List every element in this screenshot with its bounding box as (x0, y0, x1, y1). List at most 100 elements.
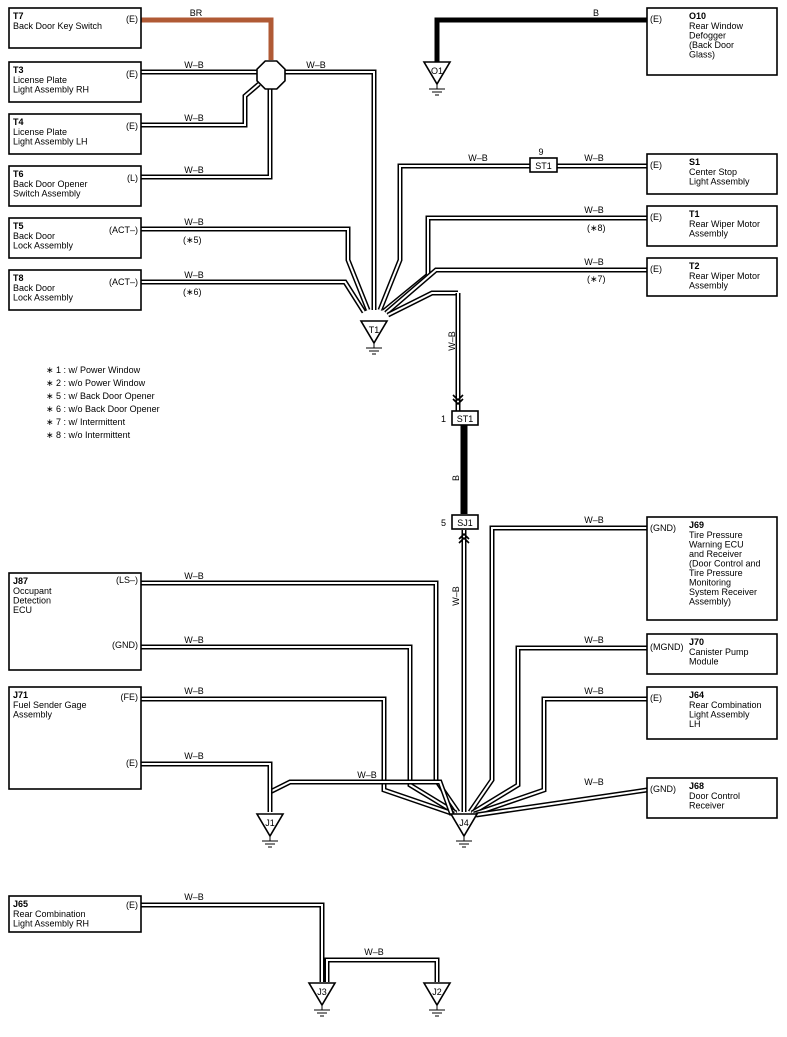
component-j71-name: Fuel Sender Gage (13, 700, 87, 710)
component-t2-box (646, 257, 778, 297)
components-layer (8, 7, 778, 1017)
component-j87-pin: (GND) (112, 640, 138, 650)
wire-wb-st1-t1-core (379, 165, 530, 311)
component-j64-name: LH (689, 719, 701, 729)
component-o10-box (646, 7, 778, 76)
component-t5-name: Back Door (13, 231, 55, 241)
wire-wb-st1-t1 (377, 163, 530, 311)
component-o10-pin: (E) (650, 14, 662, 24)
component-t5-code: T5 (13, 221, 24, 231)
wire-arrow-down (452, 398, 464, 406)
ground-t1-label: T1 (369, 325, 380, 335)
component-t8-note: (∗6) (183, 287, 202, 297)
component-j71-box (8, 686, 142, 790)
component-t1-name: Rear Wiper Motor (689, 219, 760, 229)
component-t6-pin: (L) (127, 173, 138, 183)
ground-j3-label: J3 (317, 987, 327, 997)
pin-9: 9 (538, 147, 543, 157)
wire-code-label: W–B (357, 770, 377, 780)
wire-wb-t5 (141, 226, 371, 311)
component-t2-pin: (E) (650, 264, 662, 274)
wire-code-label: BR (190, 8, 203, 18)
connector-sj1-box (451, 514, 479, 530)
wire-wb-t5-core (141, 228, 369, 311)
component-t1-pin: (E) (650, 212, 662, 222)
component-t2-name: Assembly (689, 281, 729, 291)
wire-code-label: W–B (584, 686, 604, 696)
component-j87-name: Detection (13, 596, 51, 606)
wire-code-label: W–B (184, 165, 204, 175)
wire-wb-j71-e (141, 761, 273, 812)
wire-code-label: W–B (184, 892, 204, 902)
component-j65-box (8, 895, 142, 933)
component-t8-name: Back Door (13, 283, 55, 293)
wire-wb-j71-e-core (141, 763, 271, 812)
component-j65-pin: (E) (126, 900, 138, 910)
component-s1-name: Light Assembly (689, 177, 750, 187)
pin-5: 5 (441, 518, 446, 528)
pin-1: 1 (441, 414, 446, 424)
wire-arrow-down (452, 394, 464, 402)
wire-wb-t8-core (141, 281, 365, 313)
wire-code-label-vertical: B (451, 475, 461, 481)
component-j69-code: J69 (689, 520, 704, 530)
component-t6-box (8, 165, 142, 207)
connector-sj1-label: SJ1 (457, 518, 473, 528)
component-t2-code: T2 (689, 261, 700, 271)
legend-item: ∗ 6 : w/o Back Door Opener (46, 404, 160, 414)
splice-junction (256, 60, 286, 90)
wire-br-t7 (141, 17, 274, 60)
wires-layer (141, 17, 648, 982)
component-t5-box (8, 217, 142, 259)
wire-wb-j1-j4-core (269, 781, 453, 816)
component-t3-pin: (E) (126, 69, 138, 79)
wire-wb-j3-j2-core (326, 959, 438, 982)
component-j68-box (646, 777, 778, 819)
component-t3-name: License Plate (13, 75, 67, 85)
wire-code-label: W–B (584, 257, 604, 267)
component-j70-code: J70 (689, 637, 704, 647)
wire-wb-t4-core (141, 83, 260, 126)
component-s1-box (646, 153, 778, 195)
component-t8-pin: (ACT–) (109, 277, 138, 287)
component-t7-code: T7 (13, 11, 24, 21)
wire-wb-j70 (470, 645, 647, 816)
component-t5-note: (∗5) (183, 235, 202, 245)
ground-j2-symbol (422, 982, 452, 1007)
component-j87-name: ECU (13, 605, 32, 615)
wire-wb-j69 (467, 525, 647, 814)
component-j87-name: Occupant (13, 586, 52, 596)
component-j69-name: Tire Pressure (689, 530, 743, 540)
ground-t1-symbol (359, 320, 389, 345)
wire-wb-t6 (141, 88, 273, 180)
component-o10-name: Defogger (689, 31, 726, 41)
component-j68-code: J68 (689, 781, 704, 791)
component-t5-pin: (ACT–) (109, 225, 138, 235)
wire-code-label: W–B (184, 635, 204, 645)
component-t4-pin: (E) (126, 121, 138, 131)
wire-code-label: W–B (584, 515, 604, 525)
legend-item: ∗ 7 : w/ Intermittent (46, 417, 126, 427)
component-j69-name: Tire Pressure (689, 568, 743, 578)
component-t2-note: (∗7) (587, 274, 606, 284)
wire-code-label: W–B (184, 270, 204, 280)
component-j70-box (646, 633, 778, 675)
component-t8-name: Lock Assembly (13, 293, 74, 303)
component-o10-name: (Back Door (689, 40, 734, 50)
wire-wb-splice-out-core (284, 71, 375, 310)
ground-o1-label: O1 (431, 66, 443, 76)
wire-code-label: W–B (584, 205, 604, 215)
component-j64-name: Light Assembly (689, 710, 750, 720)
wire-wb-j69-core (469, 527, 647, 813)
component-j69-pin: (GND) (650, 523, 676, 533)
component-j65-code: J65 (13, 899, 28, 909)
wire-wb-j65 (141, 902, 325, 982)
component-t1-note: (∗8) (587, 223, 606, 233)
wire-code-label: W–B (584, 635, 604, 645)
component-j64-name: Rear Combination (689, 700, 762, 710)
component-j69-name: Warning ECU (689, 540, 744, 550)
component-j87-code: J87 (13, 576, 28, 586)
wire-wb-t1-st1-core (387, 292, 458, 316)
wire-wb-t8 (141, 279, 367, 314)
wire-code-label: W–B (364, 947, 384, 957)
